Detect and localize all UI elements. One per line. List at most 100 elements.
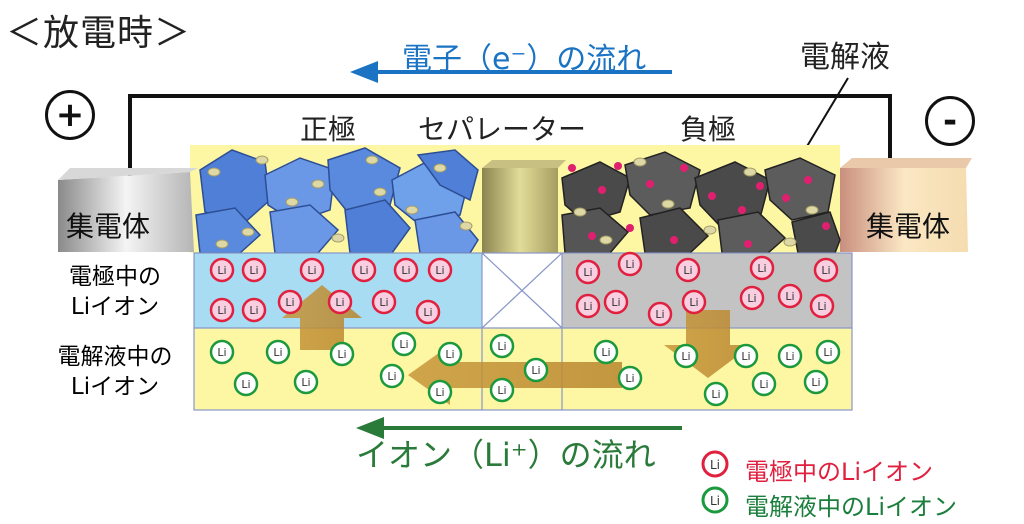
electrode-ion-symbol: Li [757, 262, 766, 275]
electrode-ion-circle [749, 255, 775, 281]
electrolyte-ion-symbol: Li [823, 346, 832, 359]
electrolyte-ion-circle [293, 369, 319, 395]
electrode-ion-symbol: Li [217, 304, 226, 317]
electrolyte-ion-symbol: Li [625, 372, 634, 385]
page-title: ＜放電時＞ [6, 13, 192, 54]
plus-terminal-icon: + [45, 90, 95, 140]
electrode-ion-circle [647, 301, 673, 327]
electrode-ion-circle [603, 289, 629, 315]
arrow-left-electrolyte [408, 345, 622, 405]
electrolyte-ion-symbol: Li [273, 346, 282, 359]
electrode-ion-circle [277, 289, 303, 315]
electrolyte-ion-circle [391, 331, 417, 357]
electrode-ion-symbol: Li [683, 264, 692, 277]
minus-symbol: - [942, 101, 958, 141]
electrolyte-ion-symbol: Li [399, 338, 408, 351]
electrode-ion-circle [209, 257, 235, 283]
electrode-ion-circle [777, 283, 803, 309]
electrolyte-ion-symbol: Li [241, 378, 250, 391]
arrow-up-cathode [282, 285, 362, 350]
electrolyte-ion-symbol: Li [811, 376, 820, 389]
electrolyte-ion-circle [329, 341, 355, 367]
electrolyte-ion-symbol: Li [301, 376, 310, 389]
electrolyte-ion-circle [673, 343, 699, 369]
ion-flow-label: イオン（Li⁺）の流れ [356, 436, 656, 474]
electrode-ion-symbol: Li [307, 264, 316, 277]
electrode-ion-symbol: Li [335, 296, 344, 309]
electrolyte-ion-circle [233, 371, 259, 397]
row1-line2: Liイオン [70, 294, 160, 320]
collector-left-label: 集電体 [66, 210, 151, 243]
electrolyte-ion-symbol: Li [681, 350, 690, 363]
electrode-ion-symbol: Li [583, 300, 592, 313]
electrode-ion-circle [675, 257, 701, 283]
legend-electrode-symbol: Li [710, 458, 720, 472]
electrolyte-ion-circle [803, 369, 829, 395]
electrolyte-ion-circle [427, 379, 453, 405]
minus-terminal-icon: - [925, 96, 975, 146]
electrode-ion-symbol: Li [249, 264, 258, 277]
electrolyte-ion-circle [379, 363, 405, 389]
row2-line2: Liイオン [70, 374, 160, 400]
electrode-ion-circle [813, 257, 839, 283]
collector-right-label: 集電体 [866, 210, 951, 243]
electrolyte-ion-symbol: Li [759, 378, 768, 391]
electrode-ion-symbol: Li [423, 306, 432, 319]
electrolyte-ion-symbol: Li [531, 364, 540, 377]
electrode-ion-circle [681, 289, 707, 315]
collector-left [58, 168, 198, 252]
electrolyte-ion-circle [489, 333, 515, 359]
electrode-ion-circle [241, 297, 267, 323]
electrolyte-ion-circle [733, 343, 759, 369]
electrode-ion-symbol: Li [217, 264, 226, 277]
electrolyte-ion-symbol: Li [217, 346, 226, 359]
electrolyte-ion-symbol: Li [601, 346, 610, 359]
row1-line1: 電極中の [69, 264, 161, 290]
row-electrolyte-ions-label: 電解液中の Liイオン [40, 342, 190, 402]
electrode-ion-symbol: Li [435, 264, 444, 277]
electrolyte-ion-symbol: Li [785, 350, 794, 363]
electrolyte-ion-symbol: Li [435, 386, 444, 399]
electrolyte-ion-symbol: Li [711, 388, 720, 401]
electrode-ion-circle [575, 293, 601, 319]
electrode-ion-symbol: Li [359, 264, 368, 277]
electrode-ion-symbol: Li [625, 258, 634, 271]
electrode-ion-circle [809, 293, 835, 319]
legend-electrolyte-icon: Li [701, 486, 729, 514]
electrolyte-ion-circle [777, 343, 803, 369]
electrolyte-pointer-line [799, 77, 849, 159]
legend-electrolyte-label: 電解液中のLiイオン [745, 493, 958, 521]
electrolyte-ion-symbol: Li [497, 340, 506, 353]
electrolyte-ion-circle [617, 365, 643, 391]
electrode-ion-symbol: Li [249, 304, 258, 317]
separator-label: セパレーター [418, 113, 587, 146]
ion-arrow-icon [356, 417, 682, 439]
electrode-ion-symbol: Li [285, 296, 294, 309]
electrode-ion-circle [209, 297, 235, 323]
cathode-label: 正極 [300, 113, 357, 146]
legend-electrode-label: 電極中のLiイオン [745, 458, 934, 486]
electrode-ion-symbol: Li [655, 308, 664, 321]
legend-electrolyte-symbol: Li [710, 494, 720, 508]
electrode-ion-circle [299, 257, 325, 283]
circuit-wire [128, 94, 892, 178]
electrode-ion-circle [617, 251, 643, 277]
electrolyte-ion-circle [703, 381, 729, 407]
electrolyte-ion-circle [751, 371, 777, 397]
electrolyte-ion-symbol: Li [387, 370, 396, 383]
electrode-ion-circle [351, 257, 377, 283]
electrode-ion-circle [739, 285, 765, 311]
electrode-ion-circle [575, 259, 601, 285]
electrolyte-ion-symbol: Li [337, 348, 346, 361]
electrode-ion-circle [393, 257, 419, 283]
electrode-ion-symbol: Li [817, 300, 826, 313]
electrolyte-ion-symbol: Li [445, 348, 454, 361]
separator-block [482, 160, 566, 253]
anode-particles [561, 151, 841, 254]
electrode-ion-symbol: Li [379, 296, 388, 309]
cathode-particles [195, 147, 479, 254]
electrode-ion-symbol: Li [785, 290, 794, 303]
